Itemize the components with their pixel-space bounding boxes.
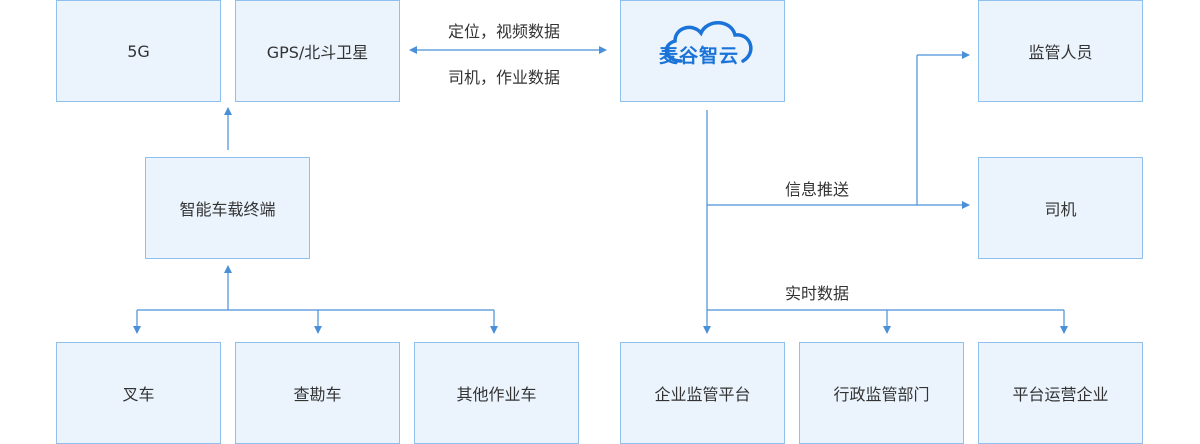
node-terminal: 智能车载终端 bbox=[145, 157, 310, 259]
node-other: 其他作业车 bbox=[414, 342, 579, 444]
node-driver: 司机 bbox=[978, 157, 1143, 259]
node-enterprise-label: 企业监管平台 bbox=[654, 385, 751, 404]
node-survey-label: 查勘车 bbox=[293, 385, 342, 404]
cloud-icon bbox=[664, 21, 753, 63]
cloud-logo-text: 麦谷智云 bbox=[659, 45, 740, 67]
node-forklift: 叉车 bbox=[56, 342, 221, 444]
node-driver-label: 司机 bbox=[1044, 200, 1077, 219]
node-5g: 5G bbox=[56, 0, 221, 102]
node-other-label: 其他作业车 bbox=[456, 385, 537, 404]
label-driver-work: 司机，作业数据 bbox=[448, 68, 561, 87]
node-operator-label: 平台运营企业 bbox=[1012, 385, 1109, 404]
label-realtime: 实时数据 bbox=[785, 284, 850, 303]
node-enterprise: 企业监管平台 bbox=[620, 342, 785, 444]
node-supervisor-label: 监管人员 bbox=[1028, 43, 1093, 62]
node-admin-label: 行政监管部门 bbox=[833, 385, 930, 404]
node-survey: 查勘车 bbox=[235, 342, 400, 444]
label-location-video: 定位，视频数据 bbox=[448, 22, 561, 41]
node-5g-label: 5G bbox=[127, 41, 150, 61]
label-push: 信息推送 bbox=[785, 180, 850, 199]
node-terminal-label: 智能车载终端 bbox=[179, 200, 276, 219]
node-gps: GPS/北斗卫星 bbox=[235, 0, 400, 102]
node-operator: 平台运营企业 bbox=[978, 342, 1143, 444]
node-admin: 行政监管部门 bbox=[799, 342, 964, 444]
node-cloud: 麦谷智云 bbox=[620, 0, 785, 102]
node-gps-label: GPS/北斗卫星 bbox=[266, 43, 369, 62]
node-supervisor: 监管人员 bbox=[978, 0, 1143, 102]
node-forklift-label: 叉车 bbox=[122, 385, 155, 404]
